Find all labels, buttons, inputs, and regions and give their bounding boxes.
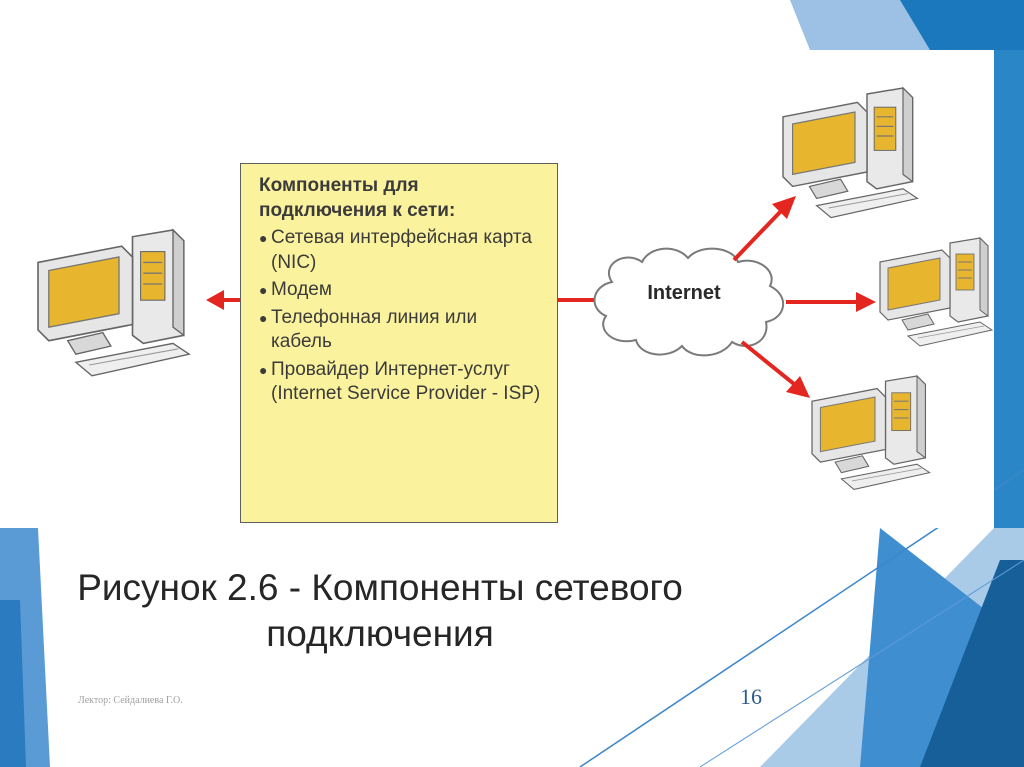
arrowhead-icon-bottom-right xyxy=(786,376,810,398)
list-item: ●Телефонная линия или кабель xyxy=(259,306,478,353)
computer-icon-left xyxy=(37,229,191,377)
list-item: ●Сетевая интерфейсная карта (NIC) xyxy=(259,227,532,273)
decor-line-2 xyxy=(699,559,1024,767)
list-item: ●Провайдер Интернет-услуг (Internet Serv… xyxy=(259,358,541,405)
page-number: 16 xyxy=(740,684,762,709)
decor-band-left-dark xyxy=(0,600,26,767)
arrow-icon-top-right xyxy=(732,208,784,262)
computer-icon-mid-right xyxy=(879,237,993,347)
figure-panel: Компоненты для подключения к сети: ●Сете… xyxy=(0,50,994,528)
components-list: ●Сетевая интерфейсная карта (NIC) ●Модем… xyxy=(259,226,543,407)
cloud-icon xyxy=(593,247,785,357)
footer-author: Лектор: Сейдалиева Г.О. xyxy=(78,695,183,706)
arrowhead-icon-top-right xyxy=(772,196,796,219)
components-box-title: Компоненты для подключения к сети: xyxy=(259,175,456,221)
decor-band-top-dark xyxy=(900,0,1024,50)
arrow-icon-bottom-right xyxy=(740,340,796,386)
list-item-text: Телефонная линия или кабель xyxy=(271,306,478,353)
decor-triangle-dark xyxy=(920,560,1024,767)
computer-icon-top-right xyxy=(782,87,919,219)
figure-caption: Рисунок 2.6 - Компоненты сетевого подклю… xyxy=(77,567,683,654)
list-item-text: Модем xyxy=(271,279,332,300)
components-box: Компоненты для подключения к сети: ●Сете… xyxy=(240,163,558,523)
network-diagram xyxy=(37,87,993,491)
list-item-text: Провайдер Интернет-услуг (Internet Servi… xyxy=(271,358,541,405)
arrowhead-icon-left xyxy=(206,290,224,310)
arrowhead-icon-mid-right xyxy=(856,292,876,312)
cloud-label: Internet xyxy=(647,282,721,304)
list-item: ●Модем xyxy=(259,279,332,300)
computer-icon-bottom-right xyxy=(811,375,931,491)
list-item-text: Сетевая интерфейсная карта (NIC) xyxy=(271,227,532,273)
